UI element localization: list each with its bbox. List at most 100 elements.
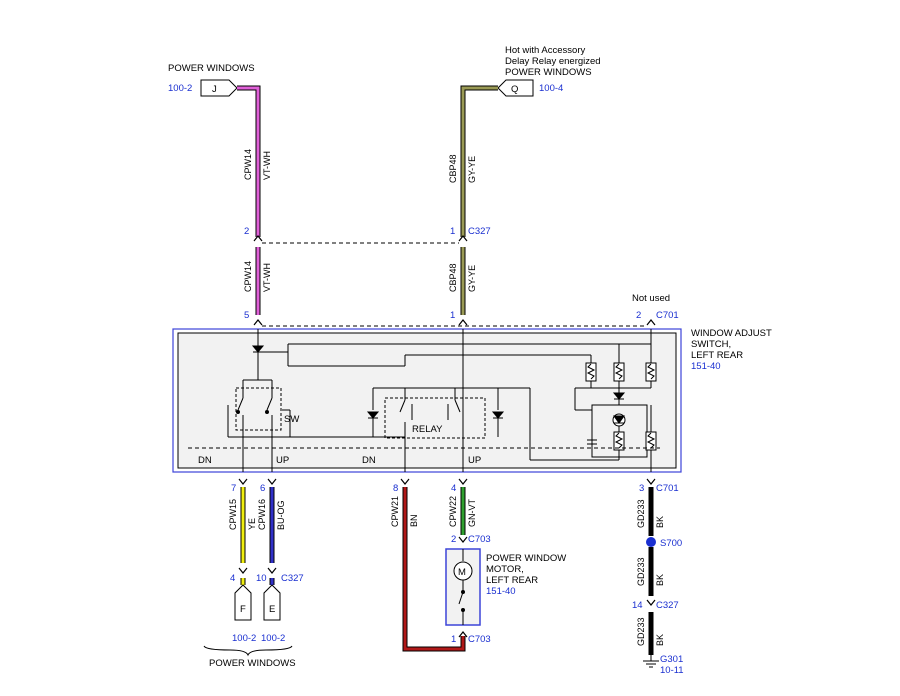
wire-cpw14-mid-color: VT-WH [262,263,272,292]
wire-cpw15-color: YE [247,518,257,530]
c327c-pin-14: 14 [632,600,643,611]
c701-top-name: C701 [656,310,679,321]
wire-cpw21-circuit: CPW21 [390,496,400,527]
c701-pin-5-arrow [253,319,263,326]
wire-cpw16-color: BU-OG [276,500,286,530]
ref-f: 100-2 [232,633,256,644]
connector-e-label: E [269,604,275,615]
wire-cpw14-mid-circuit: CPW14 [243,261,253,292]
splice-s700 [646,537,656,547]
motor-title-1: POWER WINDOW [486,553,566,564]
wire-cbp48-top-circuit: CBP48 [448,154,458,183]
switch-title-3: LEFT REAR [691,350,743,361]
up-label-2: UP [468,455,481,466]
relay-label: RELAY [412,424,443,435]
c701-pin-1: 1 [450,310,455,321]
connector-j-label: J [212,84,217,95]
c701-pin-8: 8 [393,483,398,494]
wire-gd233-2-circuit: GD233 [636,557,646,586]
connector-j [200,79,238,97]
switch-outer-frame [172,328,682,473]
c703-bottom-name: C703 [468,634,491,645]
c327-pin-2-arrow [253,235,263,242]
c703-pin-1: 1 [451,634,456,645]
connector-q-label: Q [511,84,518,95]
wire-cbp48-mid-circuit: CBP48 [448,263,458,292]
wire-cpw14-top-circuit: CPW14 [243,149,253,180]
c701-bottom-name: C701 [656,483,679,494]
not-used-label: Not used [632,293,670,304]
wire-cpw22-color: GN-VT [467,499,477,528]
wire-cpw21-color: BN [409,514,419,527]
power-windows-brace [203,645,293,657]
switch-ref: 151-40 [691,361,721,372]
wire-cpw15-circuit: CPW15 [228,499,238,530]
motor-m-label: M [458,567,466,578]
c701-pin-6: 6 [260,483,265,494]
motor-internal [453,549,473,625]
wire-cpw14-top-color: VT-WH [262,151,272,180]
ground-symbol-icon [643,655,659,668]
c701-pin-2: 2 [636,310,641,321]
ground-g301-ref: 10-11 [660,665,684,676]
wire-gd233-1-circuit: GD233 [636,499,646,528]
c327-pin-1: 1 [450,226,455,237]
c701-bottom-arrows [238,478,656,485]
splice-s700-label: S700 [660,538,682,549]
c327-pin-1-arrow [458,235,468,242]
c703-pin-2: 2 [451,534,456,545]
motor-title-2: MOTOR, [486,564,524,575]
c701-pin-1-arrow [458,319,468,326]
connector-f-label: F [240,604,246,615]
switch-internal-circuit [188,329,660,472]
connector-e [263,584,281,621]
c701-pin-7: 7 [231,483,236,494]
hot-line-3: POWER WINDOWS [505,67,592,78]
switch-title-2: SWITCH, [691,339,731,350]
connector-q [497,79,534,97]
c701-pin-5: 5 [244,310,249,321]
ref-q: 100-4 [539,83,563,94]
c703-top-name: C703 [468,534,491,545]
hot-line-1: Hot with Accessory [505,45,585,56]
c703-bottom-arrow [458,631,468,638]
wire-gd233-2-color: BK [655,574,665,586]
switch-title-1: WINDOW ADJUST [691,328,772,339]
c327c-arrow [646,599,656,606]
ground-g301: G301 [660,654,683,665]
connector-f [234,584,252,621]
power-windows-bottom-label: POWER WINDOWS [209,658,296,669]
c701-pin-2-arrow [646,319,656,326]
wire-cpw14-top [237,85,261,237]
wire-gd233-3-color: BK [655,634,665,646]
dn-label-2: DN [362,455,376,466]
c327b-arrows [238,567,277,574]
dn-label-1: DN [198,455,212,466]
hot-line-2: Delay Relay energized [505,56,601,67]
wire-cbp48-top [460,85,498,237]
c327-pin-2: 2 [244,226,249,237]
wire-cpw22-circuit: CPW22 [448,496,458,527]
c701-pin-3: 3 [639,483,644,494]
wire-cpw21 [402,487,466,652]
motor-ref: 151-40 [486,586,516,597]
c327b-pin-10: 10 [256,573,267,584]
c327b-name: C327 [281,573,304,584]
power-windows-top-label: POWER WINDOWS [168,63,255,74]
motor-title-3: LEFT REAR [486,575,538,586]
c327-top-name: C327 [468,226,491,237]
c703-top-arrow [458,536,468,543]
c701-pin-4: 4 [451,483,456,494]
ref-j: 100-2 [168,83,192,94]
sw-label: SW [284,414,299,425]
wire-cpw16-circuit: CPW16 [257,499,267,530]
up-label-1: UP [276,455,289,466]
wire-cbp48-mid-color: GY-YE [467,265,477,292]
wire-gd233-1-color: BK [655,516,665,528]
wire-cbp48-top-color: GY-YE [467,156,477,183]
c327c-name: C327 [656,600,679,611]
ref-e: 100-2 [261,633,285,644]
wire-gd233-3-circuit: GD233 [636,617,646,646]
c327b-pin-4: 4 [230,573,235,584]
